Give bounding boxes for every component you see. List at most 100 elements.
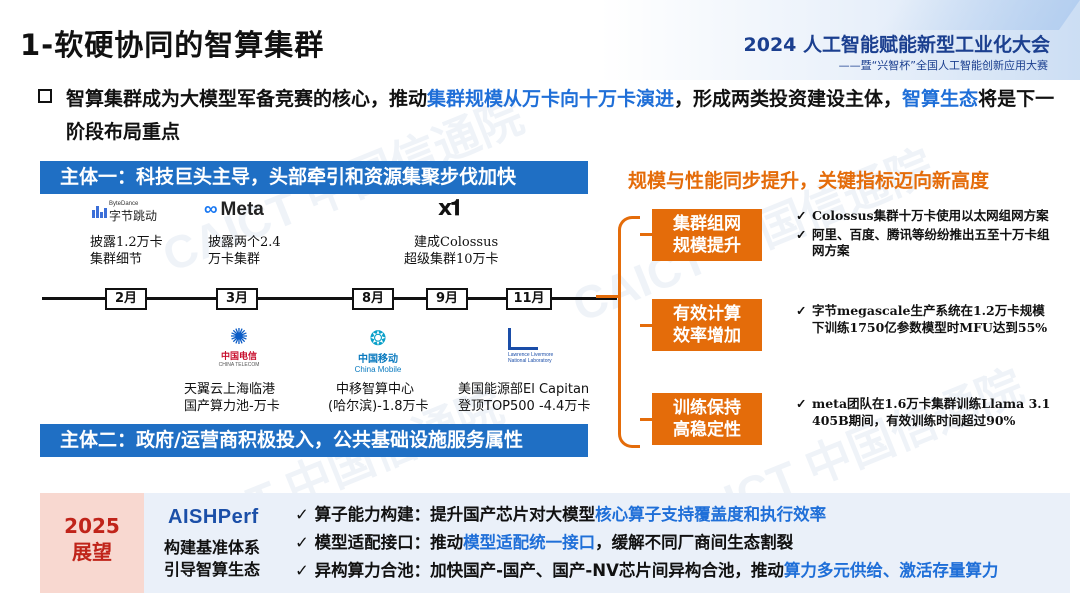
timeline-month: 3月: [216, 288, 258, 310]
summary-text: 将是下一阶段布局重点: [66, 88, 1055, 143]
xai-logo: x𝟏: [438, 196, 462, 221]
point-text: meta团队在1.6万卡集群训练Llama 3.1 405B期间，有效训练时间超…: [812, 396, 1051, 428]
event-line: 中移智算中心: [336, 382, 415, 397]
event-line: 集群细节: [90, 252, 143, 267]
mobile-logo-en: China Mobile: [354, 365, 402, 374]
outlook-item: ✓ 异构算力合池：加快国产-国产、国产-NV芯片间异构合池，推动算力多元供给、激…: [295, 557, 1065, 585]
outlook-highlight: 算力多元供给、激活存量算力: [783, 561, 999, 580]
event-telecom: 天翼云上海临港 国产算力池-万卡: [184, 381, 280, 415]
summary-highlight: 智算生态: [902, 88, 979, 110]
check-icon: ✓: [796, 396, 807, 411]
point-item: ✓ Colossus集群十万卡使用以太网组网方案: [796, 208, 1056, 225]
bytedance-bars-icon: [92, 206, 107, 218]
outlook-year: 2025: [64, 514, 120, 538]
point-item: ✓字节megascale生产系统在1.2万卡规模下训练1750亿参数模型时MFU…: [796, 303, 1056, 336]
timeline-month: 11月: [506, 288, 552, 310]
brace-link: [640, 418, 652, 421]
meta-infinity-icon: ∞: [204, 199, 218, 220]
telecom-logo-cn: 中国电信: [220, 351, 257, 361]
brace-bracket: [618, 216, 640, 448]
outlook-item: ✓ 模型适配接口：推动模型适配统一接口，缓解不同厂商间生态割裂: [295, 529, 1065, 557]
timeline-month: 9月: [426, 288, 468, 310]
summary-highlight: 集群规模从万卡向十万卡演进: [427, 88, 675, 110]
banner-subject-one: 主体一：科技巨头主导，头部牵引和资源集聚步伐加快: [40, 161, 588, 194]
llnl-logo: Lawrence Livermore National Laboratory: [508, 328, 558, 364]
check-icon: ✓: [295, 533, 309, 552]
check-icon: ✓: [796, 226, 807, 242]
event-line: 登顶TOP500 -4.4万卡: [458, 399, 591, 414]
summary-text: 智算集群成为大模型军备竞赛的核心，推动: [66, 88, 428, 110]
meta-logo: ∞Meta: [204, 199, 264, 221]
metric-box-stability: 训练保持 高稳定性: [652, 393, 762, 445]
china-telecom-swirl-icon: ✺: [229, 324, 249, 349]
brace-link: [640, 233, 652, 236]
metric-box-line: 规模提升: [673, 236, 741, 256]
llnl-mark-icon: [508, 328, 538, 350]
points-stability: ✓ meta团队在1.6万卡集群训练Llama 3.1 405B期间，有效训练时间…: [796, 396, 1056, 431]
timeline-axis: [42, 297, 617, 300]
event-line: 天翼云上海临港: [184, 382, 276, 397]
page-title: 1-软硬协同的智算集群: [20, 28, 325, 62]
metric-box-line: 效率增加: [673, 326, 741, 346]
point-text: 字节megascale生产系统在1.2万卡规模下训练1750亿参数模型时MFU达…: [812, 303, 1048, 335]
china-telecom-logo: ✺ 中国电信 CHINA TELECOM: [214, 325, 264, 371]
outlook-text: ，缓解不同厂商间生态割裂: [595, 533, 794, 552]
aishperf-logo: AISHPerf: [168, 506, 259, 528]
metric-box-efficiency: 有效计算 效率增加: [652, 299, 762, 351]
point-item: ✓ 阿里、百度、腾讯等纷纷推出五至十万卡组网方案: [796, 227, 1056, 260]
mobile-logo-cn: 中国移动: [358, 354, 398, 365]
outlook-label: 展望: [72, 540, 112, 564]
metric-box-line: 集群组网: [673, 214, 741, 234]
llnl-logo-text: Lawrence Livermore National Laboratory: [508, 352, 554, 364]
outlook-item: ✓ 算子能力构建：提升国产芯片对大模型核心算子支持覆盖度和执行效率: [295, 501, 1065, 529]
event-meta: 披露两个2.4 万卡集群: [208, 234, 281, 268]
summary-bullet: 智算集群成为大模型军备竞赛的核心，推动集群规模从万卡向十万卡演进，形成两类投资建…: [66, 83, 1056, 149]
outlook-list: ✓ 算子能力构建：提升国产芯片对大模型核心算子支持覆盖度和执行效率 ✓ 模型适配…: [295, 501, 1065, 585]
bytedance-logo-cn: 字节跳动: [109, 209, 158, 223]
event-line: 披露两个2.4: [208, 235, 281, 250]
banner-subject-two: 主体二：政府/运营商积极投入，公共基础设施服务属性: [40, 424, 588, 457]
point-text: Colossus集群十万卡使用以太网组网方案: [812, 208, 1049, 223]
timeline-month: 8月: [352, 288, 394, 310]
china-mobile-knot-icon: ❂: [369, 328, 387, 350]
event-line: 披露1.2万卡: [90, 235, 163, 250]
conference-subtitle: ——暨“兴智杯”全国人工智能创新应用大赛: [838, 59, 1048, 72]
event-line: 国产算力池-万卡: [184, 399, 280, 414]
event-xai: 建成Colossus 超级集群10万卡: [404, 234, 499, 268]
metric-box-line: 高稳定性: [673, 420, 741, 440]
brace-connector: [596, 295, 620, 298]
outlook-year-box: 2025 展望: [40, 493, 144, 593]
outlook-panel: 2025 展望 AISHPerf 构建基准体系 引导智算生态 ✓ 算子能力构建：…: [40, 493, 1070, 593]
event-line: (哈尔滨)-1.8万卡: [328, 399, 429, 414]
event-llnl: 美国能源部El Capitan 登顶TOP500 -4.4万卡: [458, 381, 590, 415]
metric-box-line: 有效计算: [673, 304, 741, 324]
outlook-text: 模型适配接口：推动: [314, 533, 464, 552]
event-line: 超级集群10万卡: [404, 252, 499, 267]
check-icon: ✓: [295, 561, 309, 580]
bytedance-logo-en: ByteDance: [109, 201, 139, 207]
aishperf-subtitle: 构建基准体系 引导智算生态: [164, 537, 260, 581]
bullet-square-icon: [38, 89, 52, 103]
conference-title: 2024 人工智能赋能新型工业化大会: [743, 34, 1051, 56]
event-line: 建成Colossus: [414, 235, 499, 250]
check-icon: ✓: [295, 505, 309, 524]
point-text: 阿里、百度、腾讯等纷纷推出五至十万卡组网方案: [812, 226, 1050, 259]
check-icon: ✓: [796, 208, 807, 223]
telecom-logo-en: CHINA TELECOM: [218, 362, 260, 368]
meta-logo-text: Meta: [220, 199, 264, 220]
event-line: 万卡集群: [208, 252, 261, 267]
timeline-month: 2月: [105, 288, 147, 310]
brace-link: [640, 324, 652, 327]
event-mobile: 中移智算中心 (哈尔滨)-1.8万卡: [328, 381, 429, 415]
china-mobile-logo: ❂ 中国移动 China Mobile: [348, 328, 408, 374]
summary-text: ，形成两类投资建设主体，: [674, 88, 903, 110]
event-line: 美国能源部El Capitan: [458, 382, 590, 397]
right-heading: 规模与性能同步提升，关键指标迈向新高度: [628, 170, 990, 192]
points-efficiency: ✓字节megascale生产系统在1.2万卡规模下训练1750亿参数模型时MFU…: [796, 303, 1056, 338]
aishperf-subtitle-line: 引导智算生态: [164, 560, 261, 579]
metric-box-line: 训练保持: [673, 398, 741, 418]
bytedance-logo: ByteDance 字节跳动: [92, 200, 172, 223]
metric-box-scale: 集群组网 规模提升: [652, 209, 762, 261]
outlook-highlight: 模型适配统一接口: [463, 533, 596, 552]
